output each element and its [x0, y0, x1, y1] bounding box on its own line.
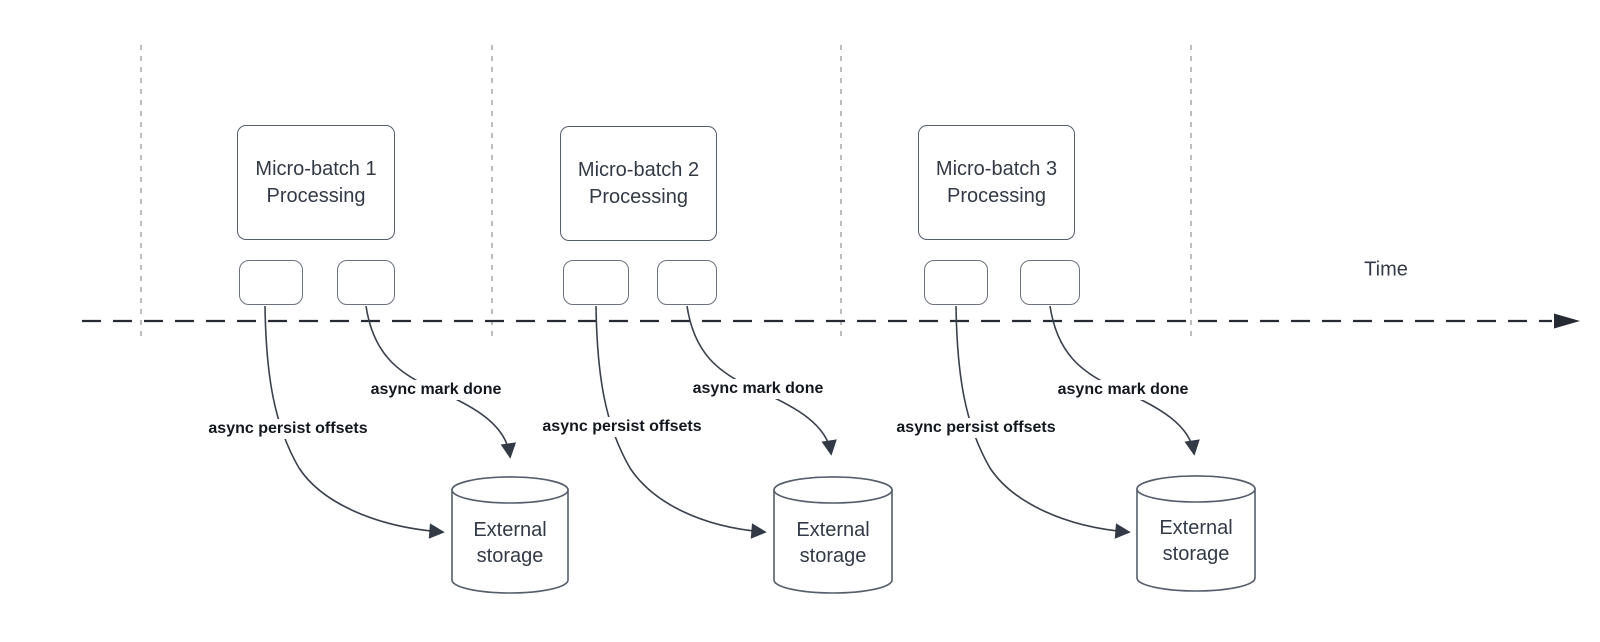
persist-offsets-label-1: async persist offsets [205, 419, 371, 439]
mark-done-label-3: async mark done [1054, 380, 1192, 400]
commit-box-2b [657, 260, 717, 305]
mark-done-label-1: async mark done [367, 380, 505, 400]
micro-batch-1-box: Micro-batch 1 Processing [237, 125, 395, 240]
persist-offsets-arrow-3 [955, 305, 1128, 532]
commit-box-3a [924, 260, 988, 305]
micro-batch-2-title: Micro-batch 2 [577, 158, 700, 181]
micro-batch-2-box: Micro-batch 2 Processing [560, 126, 717, 241]
micro-batch-3-title: Micro-batch 3 [935, 157, 1058, 180]
mark-done-label-2: async mark done [689, 379, 827, 399]
time-axis-arrowhead [1554, 313, 1580, 329]
external-storage-label-3: External storage [1159, 517, 1233, 565]
commit-box-2a [563, 260, 629, 305]
commit-box-1a [239, 260, 303, 305]
micro-batch-1-subtitle: Processing [266, 184, 366, 207]
external-storage-cylinder-2 [773, 476, 893, 594]
external-storage-label-2: External storage [796, 519, 870, 567]
persist-offsets-arrow-2 [595, 305, 764, 532]
persist-offsets-arrow-1 [264, 305, 442, 532]
persist-offsets-label-2: async persist offsets [539, 417, 705, 437]
time-axis-label: Time [1364, 258, 1408, 281]
external-storage-cylinder-1 [451, 476, 569, 594]
external-storage-cylinder-3 [1136, 475, 1256, 592]
persist-offsets-label-3: async persist offsets [893, 418, 1059, 438]
micro-batch-3-subtitle: Processing [947, 184, 1046, 207]
commit-box-1b [337, 260, 395, 305]
micro-batch-3-box: Micro-batch 3 Processing [918, 125, 1075, 240]
external-storage-label-1: External storage [473, 519, 547, 567]
micro-batch-2-subtitle: Processing [589, 185, 688, 208]
commit-box-3b [1020, 260, 1080, 305]
micro-batch-1-title: Micro-batch 1 [255, 157, 377, 180]
